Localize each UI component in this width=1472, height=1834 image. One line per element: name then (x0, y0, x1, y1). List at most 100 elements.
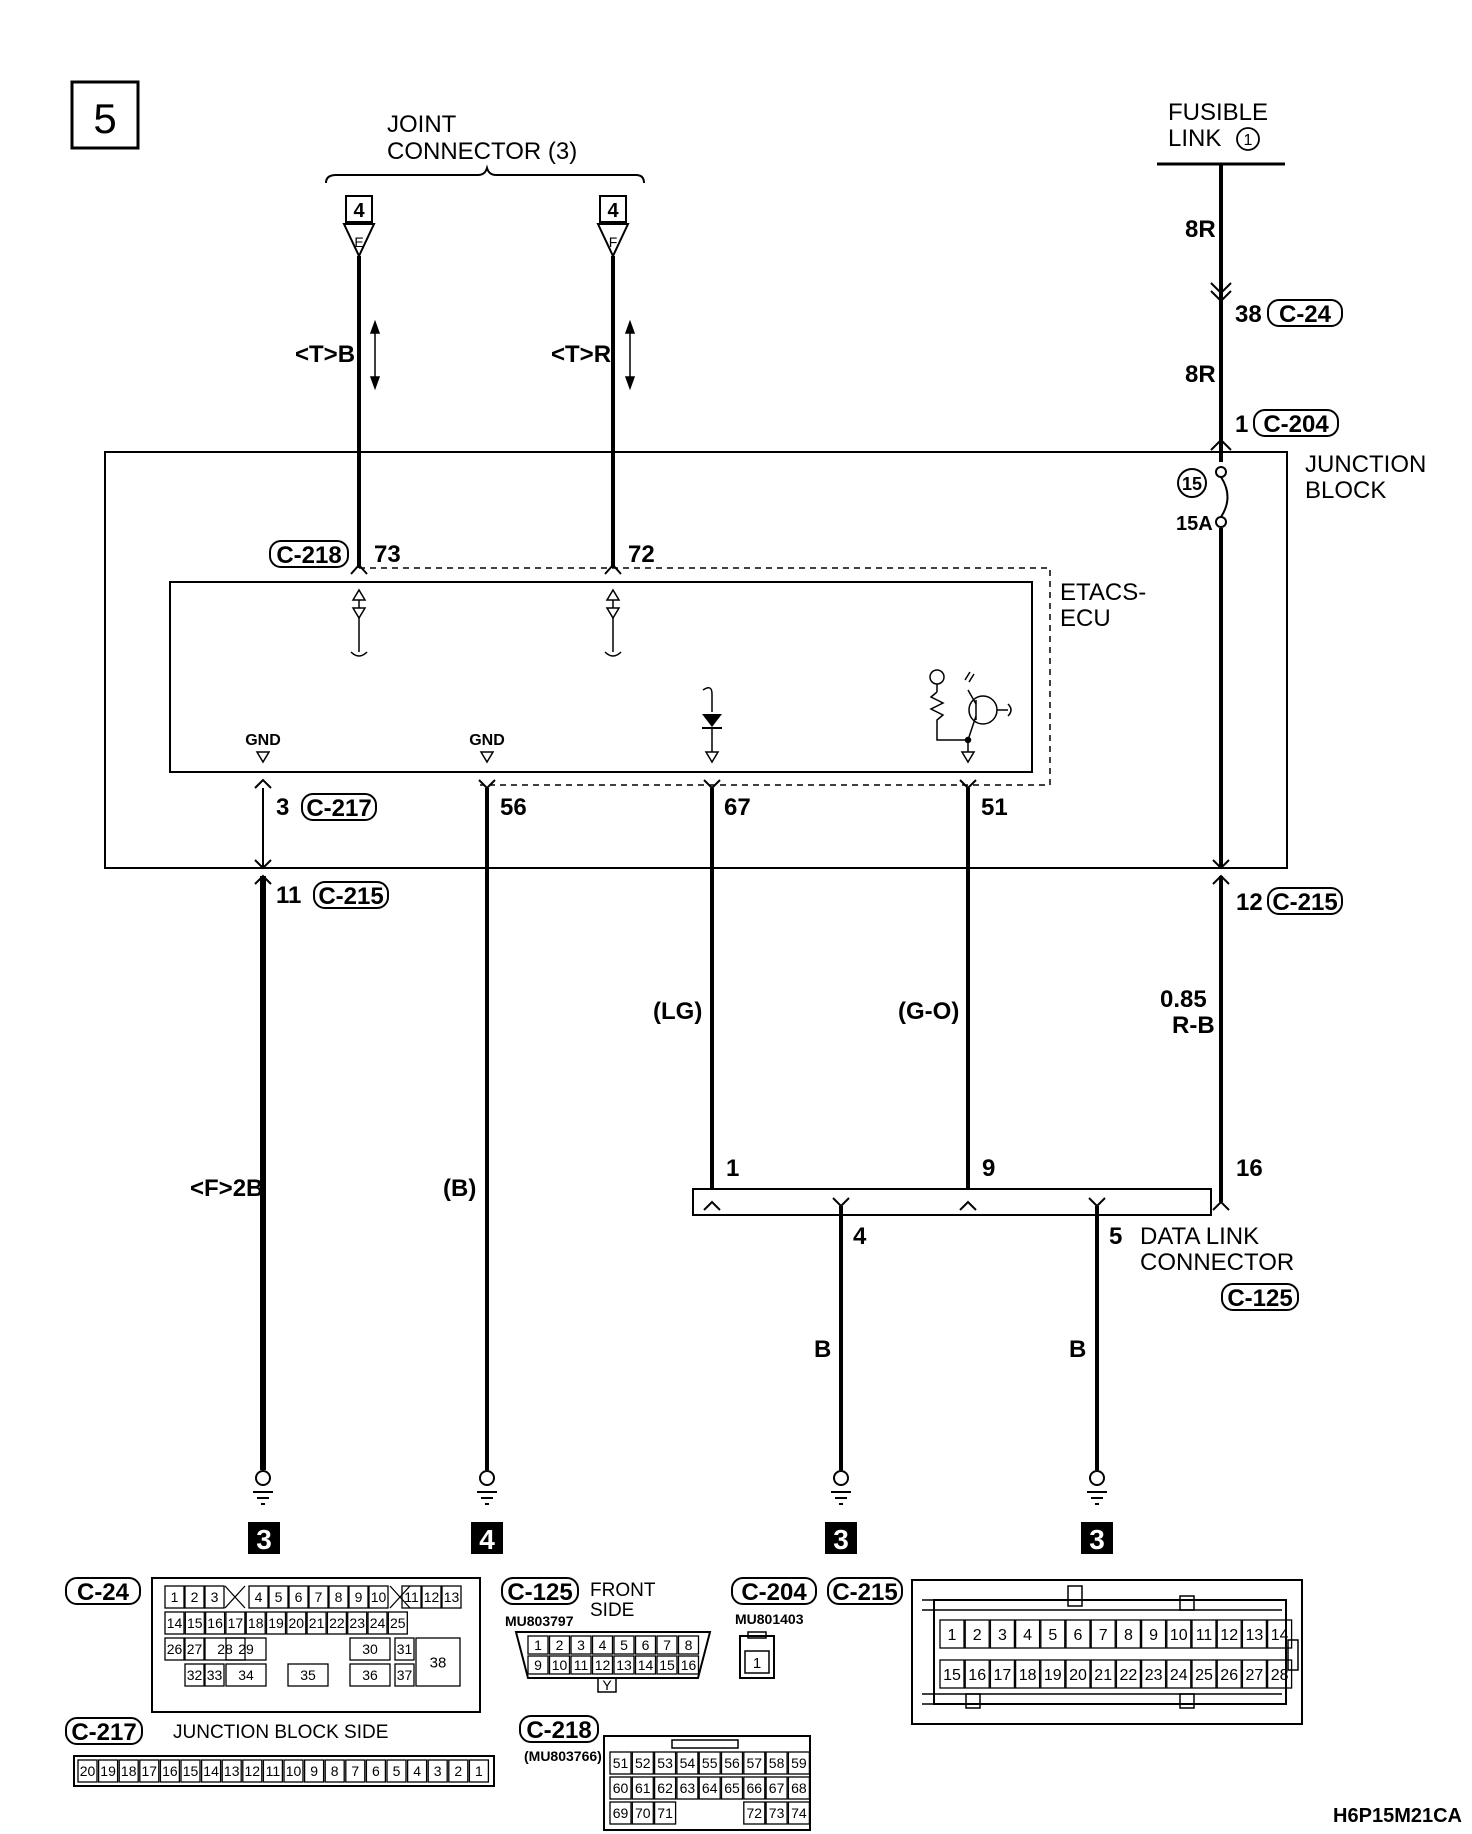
ground-badge-3: 3 (833, 1524, 849, 1555)
gnd-label-2: GND (469, 732, 505, 749)
pin-cell (367, 1611, 388, 1635)
pin-number: 58 (769, 1755, 785, 1771)
pin-cell (548, 1655, 571, 1675)
pin-number: 2 (973, 1627, 982, 1644)
pin-number: 28 (217, 1641, 233, 1657)
pin-number: 3 (998, 1627, 1007, 1644)
joint-connector-brace (325, 164, 645, 184)
pin-cell (448, 1759, 469, 1783)
pin-cell (787, 1751, 811, 1775)
legend-c204-housing (739, 1635, 775, 1679)
legend-c217-side: JUNCTION BLOCK SIDE (173, 1722, 388, 1743)
pin-cell (1140, 1659, 1167, 1689)
wire-label-f2b: <F>2B (190, 1175, 263, 1202)
joint-connector-label-2: CONNECTOR (3) (387, 138, 577, 165)
diode-icon (702, 687, 722, 764)
pin-number: 16 (207, 1615, 223, 1631)
etacs-label-2: ECU (1060, 605, 1111, 632)
wire-label-tr: <T>R (551, 341, 611, 368)
pin-number: 13 (1246, 1627, 1264, 1644)
pin-cell (1216, 1659, 1242, 1689)
internal-terminal-icon (350, 588, 622, 657)
pin-number: 3 (577, 1637, 585, 1653)
legend-label-c217: C-217 (71, 1719, 136, 1746)
svg-text:F: F (609, 234, 618, 250)
pin-number: 65 (724, 1780, 740, 1796)
pin-number: 27 (1246, 1667, 1264, 1684)
pin-number: 14 (167, 1615, 183, 1631)
pin-number: 18 (121, 1763, 137, 1779)
pin-number: 57 (747, 1755, 763, 1771)
pin-cell (204, 1637, 246, 1661)
fuse-terminal-top (1215, 466, 1227, 478)
page-number: 5 (93, 95, 116, 142)
pin-38: 38 (1235, 301, 1262, 328)
legend-c125-key-label: Y (602, 1677, 612, 1693)
pin-number: 16 (681, 1657, 697, 1673)
pin-number: 15 (659, 1657, 675, 1673)
pin-number: 16 (162, 1763, 178, 1779)
pin-number: 6 (372, 1763, 380, 1779)
pin-cell (287, 1663, 329, 1687)
pin-number: 24 (1170, 1667, 1188, 1684)
etacs-ecu-box (169, 581, 1033, 773)
fuse-rating: 15A (1176, 513, 1213, 535)
pin-number: 55 (702, 1755, 718, 1771)
pin-number: 19 (100, 1763, 116, 1779)
pin-cell (964, 1659, 990, 1689)
pin-number: 12 (245, 1763, 261, 1779)
svg-text:E: E (354, 234, 363, 250)
pin-number: 17 (142, 1763, 158, 1779)
legend-c217-housing (73, 1755, 495, 1787)
gnd-terminal-icon (479, 751, 495, 764)
connector-mark-72 (604, 563, 622, 575)
pin-cell (164, 1585, 185, 1609)
pin-number: 23 (1145, 1667, 1163, 1684)
pin-cell (368, 1585, 389, 1609)
pin-cell (765, 1776, 788, 1800)
pin-cell (609, 1751, 632, 1775)
pin-cell (613, 1655, 635, 1675)
pin-cell (698, 1751, 721, 1775)
fusible-link-label-2: LINK (1168, 125, 1221, 152)
pin-cell (631, 1751, 654, 1775)
connector-marks-ecu-bottom (254, 778, 977, 790)
pin-number: 18 (1019, 1667, 1037, 1684)
connector-label-c125: C-125 (1227, 1285, 1292, 1312)
pin-cell (406, 1759, 428, 1783)
pin-cell (765, 1751, 788, 1775)
pin-number: 15 (943, 1667, 961, 1684)
pin-number: 73 (769, 1805, 785, 1821)
pin-cell (200, 1759, 222, 1783)
legend-c204-part: MU801403 (735, 1611, 804, 1627)
pin-number: 36 (362, 1667, 378, 1683)
pin-cell (365, 1759, 387, 1783)
pin-cell (225, 1663, 267, 1687)
pin-number: 19 (1044, 1667, 1062, 1684)
pin-cell (1115, 1659, 1142, 1689)
pin-cell (631, 1776, 654, 1800)
pin-cell (1166, 1659, 1192, 1689)
pin-cell (164, 1637, 185, 1661)
pin-cell (743, 1801, 766, 1825)
pin-number: 56 (724, 1755, 740, 1771)
pin-number: 15 (187, 1615, 203, 1631)
legend-label-c218: C-218 (526, 1717, 591, 1744)
pin-number: 63 (680, 1780, 696, 1796)
gnd-label-1: GND (245, 732, 281, 749)
pin-cell (286, 1611, 307, 1635)
wire-label-8r-mid: 8R (1185, 361, 1216, 388)
pin-number: 37 (397, 1667, 413, 1683)
legend-c204-cell (744, 1650, 770, 1674)
connector-tag-c215-right (1267, 887, 1343, 915)
pin-number: 10 (286, 1763, 302, 1779)
pin-cell (288, 1585, 309, 1609)
pin-cell (698, 1776, 721, 1800)
fusible-link-number-icon (1236, 127, 1260, 151)
pin-number: 9 (310, 1763, 318, 1779)
pin-cell (677, 1655, 700, 1675)
diagram-code: H6P15M21CA (1333, 1805, 1462, 1827)
pin-cell (787, 1776, 811, 1800)
